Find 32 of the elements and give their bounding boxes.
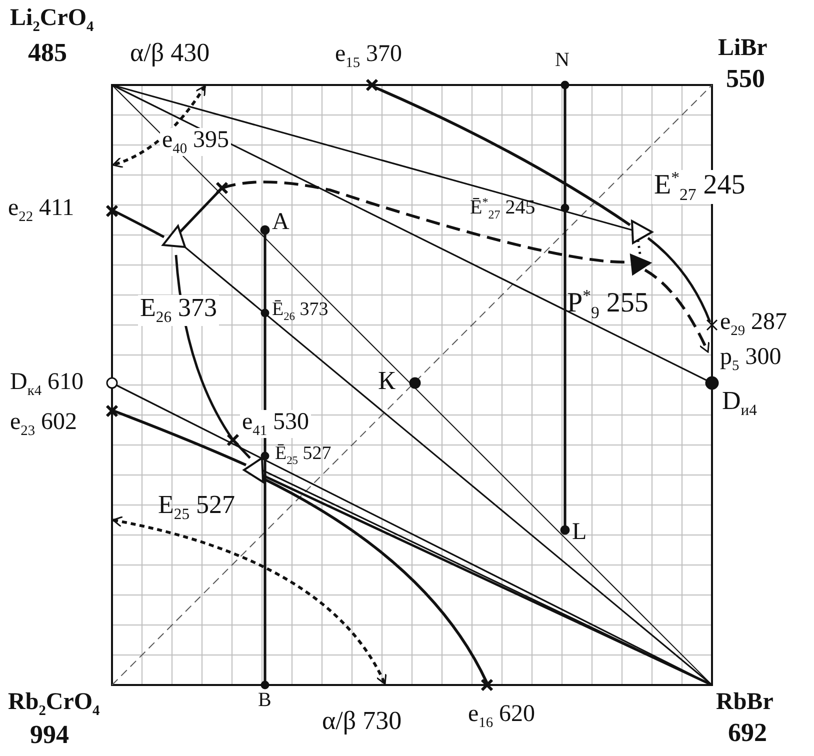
point-label: L: [572, 520, 587, 544]
compound-name: Li$_{2}$CrO$_{4}$: [10, 6, 94, 34]
compound-name: Rb$_{2}$CrO$_{4}$: [8, 690, 100, 718]
point-label: e$_{15}$ 370: [335, 42, 402, 70]
compound-name: RbBr: [716, 690, 774, 714]
transition-label: α/β 430: [130, 40, 210, 66]
point-label: e$_{29}$ 287: [720, 310, 788, 338]
point-label: N: [555, 50, 570, 70]
point-label: B: [258, 690, 272, 710]
point-label: Ē$^{*}$$_{27}$ 245: [470, 196, 536, 221]
point-label: D$_{к4}$ 610: [10, 370, 84, 398]
point-label: E$^{*}$$_{27}$ 245: [652, 170, 748, 204]
melting-point: 485: [28, 40, 67, 66]
point-label: E$_{26}$ 373: [138, 295, 219, 326]
point-label: К: [378, 368, 396, 394]
melting-point: 550: [726, 66, 765, 92]
point-label: P$^{*}$$_{9}$ 255: [567, 288, 648, 322]
point-label: e$_{23}$ 602: [10, 410, 78, 438]
point-label: e$_{41}$ 530: [240, 410, 312, 438]
point-label: p$_{5}$ 300: [720, 345, 782, 374]
point-label: A: [272, 210, 290, 234]
point-label: Ē$_{25}$ 527: [275, 444, 332, 468]
transition-label: α/β 730: [322, 708, 402, 734]
point-label: e$_{22}$ 411: [8, 196, 74, 224]
point-label: D$_{и4}$: [722, 388, 757, 419]
melting-point: 692: [728, 720, 767, 746]
melting-point: 994: [30, 722, 69, 748]
point-label: e$_{40}$ 395: [160, 128, 232, 156]
point-label: E$_{25}$ 527: [158, 492, 235, 523]
point-label: e$_{16}$ 620: [468, 702, 536, 730]
point-label: Ē$_{26}$ 373: [272, 300, 328, 324]
compound-name: LiBr: [718, 36, 768, 60]
